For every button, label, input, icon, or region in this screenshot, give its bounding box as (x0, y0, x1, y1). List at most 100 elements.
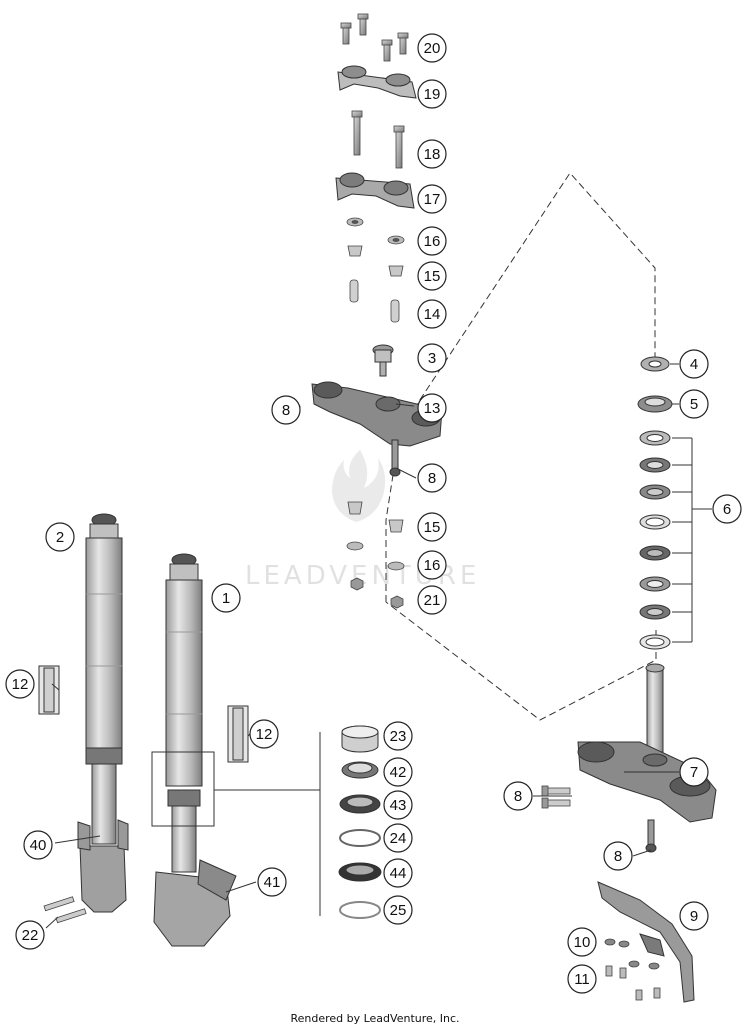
callout-circle (15, 920, 45, 950)
handlebar-lower-clamp (335, 172, 415, 209)
footer-credit: Rendered by LeadVenture, Inc. (290, 1012, 460, 1025)
callout-number: 21 (424, 592, 441, 609)
callout-circle (417, 463, 447, 493)
callout-number: 22 (22, 927, 39, 944)
clamp-bolts (351, 110, 405, 169)
callout-circle (271, 395, 301, 425)
callout-circle (712, 494, 742, 524)
callout-circle (383, 823, 413, 853)
callout-15: 15 (417, 512, 447, 542)
bearing-group-bracket (672, 437, 712, 643)
callout-number: 8 (614, 848, 622, 865)
callout-circle (249, 719, 279, 749)
callout-number: 11 (574, 971, 590, 988)
callout-42: 42 (383, 757, 413, 787)
callout-circle (23, 830, 53, 860)
callout-circle (417, 184, 447, 214)
callout-19: 19 (417, 79, 447, 109)
lower-washers-nuts (346, 501, 405, 609)
callout-3: 3 (417, 343, 447, 373)
callout-8: 8 (271, 395, 301, 425)
callout-number: 6 (723, 501, 731, 518)
callout-circle (383, 858, 413, 888)
callout-number: 12 (12, 676, 29, 693)
callout-number: 24 (390, 830, 407, 847)
callout-circle (567, 927, 597, 957)
callout-circle (417, 33, 447, 63)
callout-15: 15 (417, 261, 447, 291)
callout-number: 9 (690, 908, 698, 925)
callout-5: 5 (679, 389, 709, 419)
lower-triple-clamp (577, 663, 717, 853)
callout-10: 10 (567, 927, 597, 957)
callout-number: 18 (424, 146, 441, 163)
callout-number: 17 (424, 191, 441, 208)
callout-number: 8 (428, 470, 436, 487)
callout-number: 41 (264, 874, 281, 891)
callout-circle (383, 757, 413, 787)
callout-circle (417, 512, 447, 542)
callout-number: 16 (424, 557, 441, 574)
callout-circle (211, 583, 241, 613)
callout-1: 1 (211, 583, 241, 613)
callout-number: 14 (424, 306, 441, 323)
callout-circle (503, 781, 533, 811)
callout-18: 18 (417, 139, 447, 169)
brake-line-bracket (597, 881, 695, 1003)
callout-circle (603, 841, 633, 871)
callout-circle (417, 343, 447, 373)
callout-8: 8 (417, 463, 447, 493)
callout-22: 22 (15, 920, 45, 950)
callout-number: 2 (56, 529, 64, 546)
callout-circle (417, 139, 447, 169)
left-fork-leg (77, 513, 129, 913)
callout-circle (417, 299, 447, 329)
callout-8: 8 (603, 841, 633, 871)
callout-circle (679, 389, 709, 419)
callout-number: 15 (424, 519, 441, 536)
callout-number: 1 (222, 590, 230, 607)
callout-11: 11 (567, 964, 597, 994)
callout-2: 2 (45, 522, 75, 552)
callout-13: 13 (417, 393, 447, 423)
callout-17: 17 (417, 184, 447, 214)
callout-labels: 2019181716151431388151621456788910112112… (5, 33, 742, 994)
callout-number: 15 (424, 268, 441, 285)
handlebar-bolts (340, 13, 409, 62)
callout-12: 12 (5, 669, 35, 699)
callout-number: 42 (390, 764, 407, 781)
handlebar-upper-clamp (337, 65, 417, 99)
callout-number: 10 (574, 934, 591, 951)
callout-number: 3 (428, 350, 436, 367)
axle-clamp-bolts (43, 896, 87, 924)
callout-23: 23 (383, 721, 413, 751)
callout-number: 5 (690, 396, 698, 413)
callout-number: 43 (390, 797, 407, 814)
callout-24: 24 (383, 823, 413, 853)
callout-44: 44 (383, 858, 413, 888)
callout-21: 21 (417, 585, 447, 615)
callout-circle (679, 349, 709, 379)
callout-12: 12 (249, 719, 279, 749)
callout-14: 14 (417, 299, 447, 329)
callout-43: 43 (383, 790, 413, 820)
steering-stem-nut (372, 344, 394, 377)
callout-16: 16 (417, 550, 447, 580)
fork-seal-kit (338, 725, 382, 919)
callout-number: 16 (424, 233, 441, 250)
fork-protector-strips (38, 665, 249, 763)
upper-washers-bushings (346, 217, 405, 323)
callout-16: 16 (417, 226, 447, 256)
right-fork-leg (153, 553, 237, 947)
callout-4: 4 (679, 349, 709, 379)
callout-7: 7 (679, 757, 709, 787)
callout-circle (567, 964, 597, 994)
callout-circle (5, 669, 35, 699)
callout-40: 40 (23, 830, 53, 860)
callout-circle (679, 757, 709, 787)
callout-number: 4 (690, 356, 698, 373)
callout-circle (383, 721, 413, 751)
callout-6: 6 (712, 494, 742, 524)
callout-41: 41 (257, 867, 287, 897)
